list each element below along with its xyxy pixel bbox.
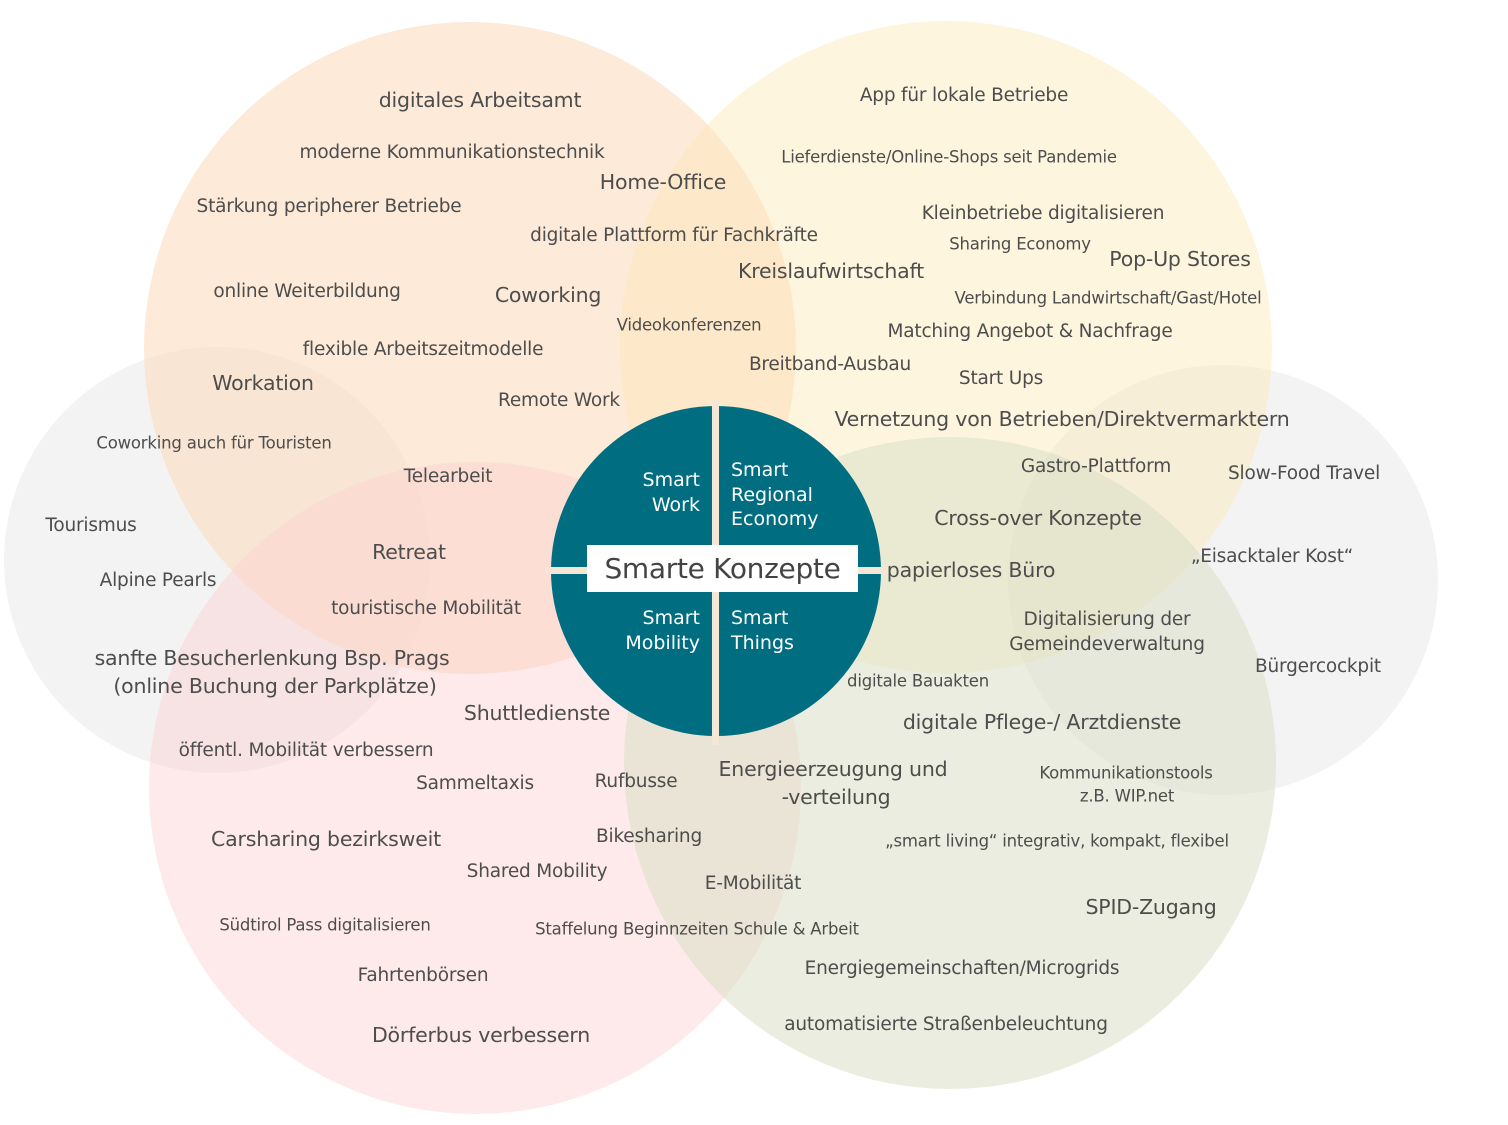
label-workation: Workation bbox=[212, 370, 314, 395]
label-oeffentl-mobilitaet: öffentl. Mobilität verbessern bbox=[178, 740, 434, 762]
quadrant-smart-things[interactable]: Smart Things bbox=[731, 606, 794, 655]
quadrant-label: Regional bbox=[731, 483, 813, 506]
label-retreat: Retreat bbox=[372, 539, 446, 564]
label-automatisierte-strassenbeleuchtung: automatisierte Straßenbeleuchtung bbox=[784, 1014, 1108, 1036]
label-digitalisierung-der: Digitalisierung der bbox=[1023, 609, 1191, 631]
label-slow-food-travel: Slow-Food Travel bbox=[1227, 463, 1381, 485]
label-papierloses-buero: papierloses Büro bbox=[886, 557, 1056, 582]
label-fahrtenboersen: Fahrtenbörsen bbox=[357, 965, 489, 987]
label-shuttledienste: Shuttledienste bbox=[463, 700, 611, 725]
label-lieferdienste-online-shops: Lieferdienste/Online-Shops seit Pandemie bbox=[781, 147, 1117, 167]
label-doerferbus-verbessern: Dörferbus verbessern bbox=[371, 1022, 591, 1047]
quadrant-label: Mobility bbox=[625, 631, 700, 654]
label-eisacktaler-kost: „Eisacktaler Kost“ bbox=[1190, 546, 1354, 568]
label-digitale-pflege-arztdienste: digitale Pflege-/ Arztdienste bbox=[902, 709, 1182, 734]
label-energiegemeinschaften: Energiegemeinschaften/Microgrids bbox=[804, 958, 1120, 980]
quadrant-label: Work bbox=[651, 493, 700, 516]
label-coworking: Coworking bbox=[494, 282, 602, 307]
label-smart-living: „smart living“ integrativ, kompakt, flex… bbox=[885, 831, 1229, 851]
label-suedtirol-pass: Südtirol Pass digitalisieren bbox=[219, 915, 431, 935]
quadrant-label: Smart bbox=[731, 607, 789, 629]
label-alpine-pearls: Alpine Pearls bbox=[99, 570, 217, 592]
label-shared-mobility: Shared Mobility bbox=[466, 861, 608, 883]
label-digitale-plattform-fachkraefte: digitale Plattform für Fachkräfte bbox=[530, 225, 818, 247]
label-digitale-bauakten: digitale Bauakten bbox=[847, 671, 989, 691]
label-verbindung-landwirtschaft: Verbindung Landwirtschaft/Gast/Hotel bbox=[954, 288, 1262, 308]
label-spid-zugang: SPID-Zugang bbox=[1085, 894, 1217, 919]
label-kleinbetriebe-digitalisieren: Kleinbetriebe digitalisieren bbox=[921, 203, 1165, 225]
quadrant-smart-work[interactable]: Smart Work bbox=[643, 468, 700, 517]
quadrant-label: Things bbox=[731, 631, 794, 654]
label-gastro-plattform: Gastro-Plattform bbox=[1020, 456, 1172, 478]
label-coworking-touristen: Coworking auch für Touristen bbox=[96, 433, 332, 453]
label-verteilung: -verteilung bbox=[781, 784, 891, 809]
quadrant-label: Smart bbox=[731, 459, 789, 481]
quadrant-smart-regional-economy[interactable]: Smart Regional Economy bbox=[731, 458, 819, 532]
label-wip-net: z.B. WIP.net bbox=[1079, 786, 1175, 806]
quadrant-label: Smart bbox=[642, 469, 700, 491]
label-breitband-ausbau: Breitband-Ausbau bbox=[748, 354, 912, 376]
label-matching-angebot-nachfrage: Matching Angebot & Nachfrage bbox=[887, 321, 1173, 343]
label-buergercockpit: Bürgercockpit bbox=[1255, 656, 1381, 678]
label-flexible-arbeitszeitmodelle: flexible Arbeitszeitmodelle bbox=[302, 339, 544, 361]
label-rufbusse: Rufbusse bbox=[594, 771, 678, 793]
label-videokonferenzen: Videokonferenzen bbox=[616, 315, 762, 335]
label-gemeindeverwaltung: Gemeindeverwaltung bbox=[1009, 634, 1205, 656]
label-sanfte-besucherlenkung: sanfte Besucherlenkung Bsp. Prags bbox=[94, 645, 450, 670]
label-digitales-arbeitsamt: digitales Arbeitsamt bbox=[378, 87, 582, 112]
label-app-lokale-betriebe: App für lokale Betriebe bbox=[859, 85, 1069, 107]
quadrant-label: Economy bbox=[731, 508, 819, 531]
label-home-office: Home-Office bbox=[599, 169, 727, 194]
label-kommunikationstools: Kommunikationstools bbox=[1039, 763, 1213, 783]
label-tourismus: Tourismus bbox=[45, 515, 137, 537]
label-bikesharing: Bikesharing bbox=[596, 826, 702, 848]
label-start-ups: Start Ups bbox=[958, 368, 1044, 390]
label-staerkung-peripherer-betriebe: Stärkung peripherer Betriebe bbox=[196, 196, 462, 218]
label-staffelung-beginnzeiten: Staffelung Beginnzeiten Schule & Arbeit bbox=[535, 919, 859, 939]
center-title: Smarte Konzepte bbox=[587, 545, 858, 592]
label-moderne-kommunikationstechnik: moderne Kommunikationstechnik bbox=[299, 142, 605, 164]
label-cross-over-konzepte: Cross-over Konzepte bbox=[934, 505, 1142, 530]
label-kreislaufwirtschaft: Kreislaufwirtschaft bbox=[737, 258, 925, 283]
label-carsharing-bezirksweit: Carsharing bezirksweit bbox=[211, 826, 441, 851]
label-e-mobilitaet: E-Mobilität bbox=[704, 873, 802, 895]
label-remote-work: Remote Work bbox=[498, 390, 620, 412]
label-telearbeit: Telearbeit bbox=[403, 466, 493, 488]
label-pop-up-stores: Pop-Up Stores bbox=[1109, 246, 1251, 271]
label-sammeltaxis: Sammeltaxis bbox=[416, 773, 534, 795]
quadrant-smart-mobility[interactable]: Smart Mobility bbox=[625, 606, 700, 655]
label-sharing-economy: Sharing Economy bbox=[949, 234, 1091, 254]
label-online-weiterbildung: online Weiterbildung bbox=[213, 281, 401, 303]
label-vernetzung-betrieben: Vernetzung von Betrieben/Direktvermarkte… bbox=[834, 406, 1290, 431]
label-energieerzeugung: Energieerzeugung und bbox=[718, 756, 948, 781]
label-touristische-mobilitaet: touristische Mobilität bbox=[331, 598, 521, 620]
quadrant-label: Smart bbox=[642, 607, 700, 629]
label-online-buchung-parkplaetze: (online Buchung der Parkplätze) bbox=[113, 673, 437, 698]
